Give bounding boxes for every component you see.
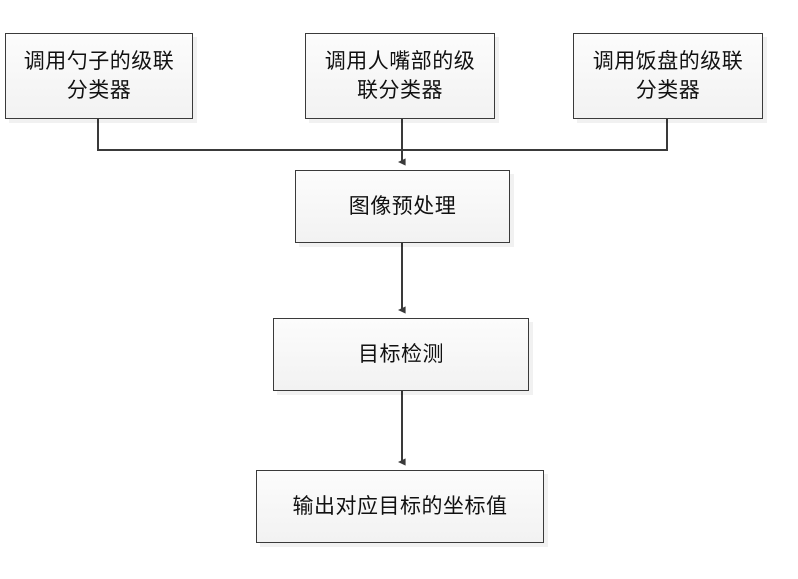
node-output-target-coordinates[interactable]: 输出对应目标的坐标值	[256, 470, 544, 543]
node-mouth-cascade-classifier[interactable]: 调用人嘴部的级 联分类器	[305, 33, 495, 119]
node-target-detection[interactable]: 目标检测	[273, 318, 529, 391]
edge-plate-to-bus	[402, 119, 668, 151]
node-spoon-cascade-classifier[interactable]: 调用勺子的级联 分类器	[5, 33, 193, 119]
edge-spoon-to-bus	[97, 119, 402, 151]
node-plate-cascade-classifier[interactable]: 调用饭盘的级联 分类器	[573, 33, 763, 119]
node-image-preprocessing[interactable]: 图像预处理	[295, 170, 510, 243]
